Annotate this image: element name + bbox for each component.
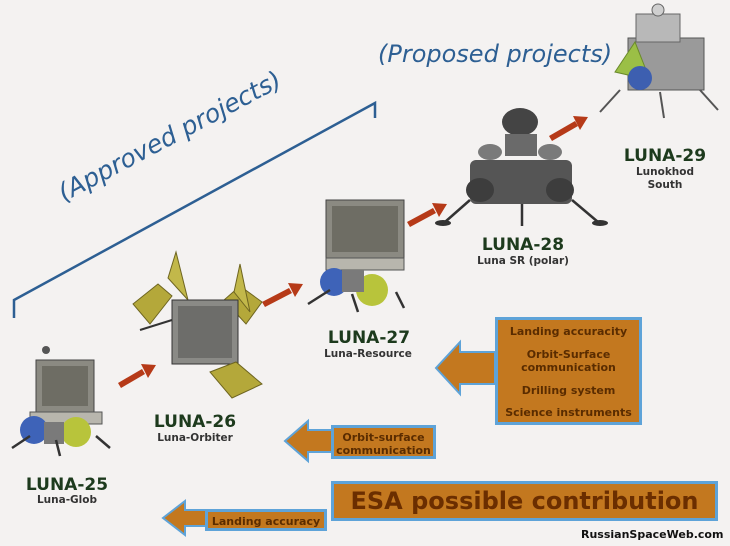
luna-27-image (308, 200, 404, 312)
luna-26-image (133, 252, 262, 398)
luna-28-subtitle: Luna SR (polar) (468, 255, 578, 267)
luna-28-title: LUNA-28 (478, 235, 568, 255)
luna-29-subtitle-2: South (618, 179, 712, 191)
proposed-projects-label: (Proposed projects) (378, 40, 612, 68)
contribution-box-luna-27: Landing accuracity Orbit-Surface communi… (495, 317, 642, 425)
luna-29-image (600, 4, 718, 118)
box-line-orbit-surface-mid: Orbit-surface (334, 431, 433, 444)
box-line-communication-mid: communication (334, 444, 433, 457)
contribution-box-luna-26: Orbit-surface communication (331, 425, 436, 459)
arrow-25-to-26 (118, 364, 156, 388)
luna-25-image (12, 346, 110, 456)
esa-contribution-banner: ESA possible contribution (331, 481, 718, 521)
arrow-large-box (436, 342, 495, 394)
luna-26-title: LUNA-26 (150, 412, 240, 432)
luna-27-subtitle: Luna-Resource (318, 348, 418, 360)
arrow-small-box (163, 501, 206, 535)
box-line-communication: communication (498, 361, 639, 374)
arrow-28-to-29 (549, 116, 588, 141)
source-credit: RussianSpaceWeb.com (581, 528, 723, 541)
box-line-landing-accuracy: Landing accuracy (208, 515, 324, 528)
luna-29-title: LUNA-29 (618, 146, 712, 166)
arrow-mid-box (285, 421, 332, 461)
arrow-26-to-27 (262, 283, 303, 307)
box-line-landing-accuracity: Landing accuracity (498, 325, 639, 338)
luna-26-subtitle: Luna-Orbiter (148, 432, 242, 444)
box-line-drilling-system: Drilling system (498, 384, 639, 397)
luna-27-title: LUNA-27 (324, 328, 414, 348)
luna-25-title: LUNA-25 (22, 475, 112, 495)
luna-29-subtitle-1: Lunokhod (618, 166, 712, 178)
contribution-box-luna-25: Landing accuracy (205, 509, 327, 531)
box-line-science-instruments: Science instruments (498, 406, 639, 419)
box-line-orbit-surface: Orbit-Surface (498, 348, 639, 361)
luna-25-subtitle: Luna-Glob (20, 494, 114, 506)
